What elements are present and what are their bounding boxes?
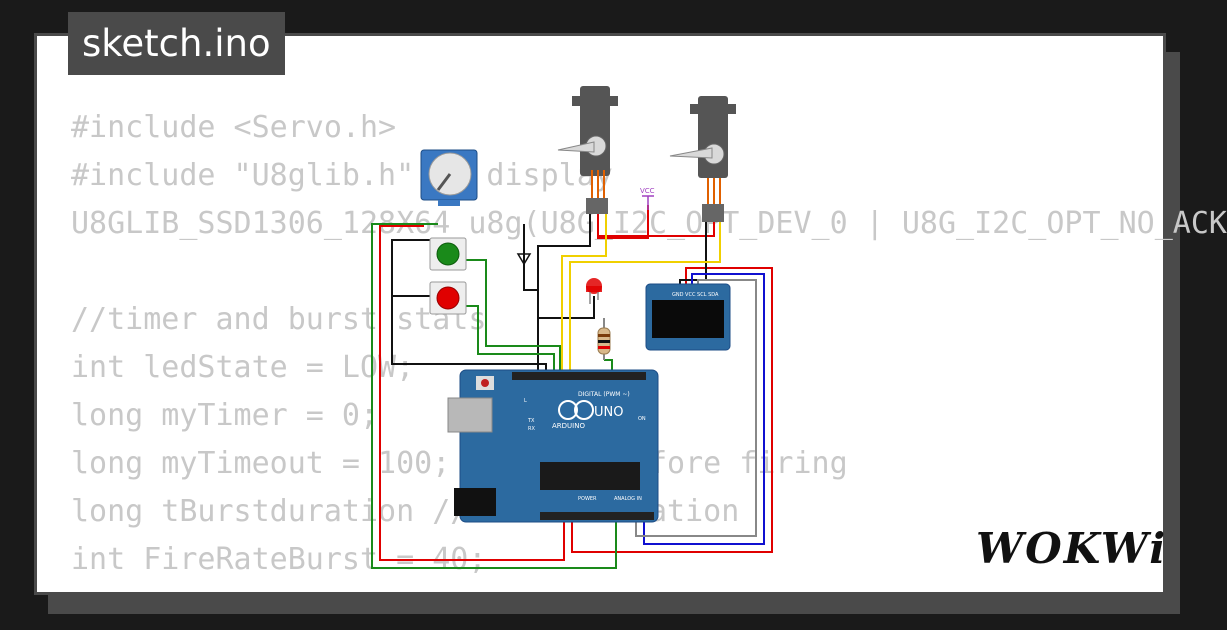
wokwi-logo: WOKWi [976,524,1168,573]
oled-display[interactable]: GND VCC SCL SDA [645,283,731,351]
wire-yellow [561,214,607,376]
reset-button[interactable] [481,379,489,387]
code-line: int FireRateBurst = 40; [71,542,487,577]
page-title: sketch.ino [68,12,285,75]
servo-motor-right[interactable] [669,96,736,222]
arduino-uno-board: DIGITAL (PWM ~) UNO ARDUINO TX RX ON L P… [447,369,659,523]
wire-black [391,239,547,376]
circuit-diagram: VCC GND VCC SCL SDA DIGITAL (PWM ~) UNO … [371,86,773,569]
ground-icon [516,253,532,266]
resistor [597,318,611,360]
potentiometer[interactable] [420,149,478,206]
power-jack [454,488,496,516]
wire-green [371,223,617,569]
wire-black [523,224,538,291]
green-pushbutton[interactable] [429,237,467,271]
rx-label: RX [528,426,535,432]
vcc-label: VCC [640,187,655,195]
wire-blue [643,273,765,545]
wire-yellow [569,222,721,376]
analog-header [540,512,654,520]
code-line: long myTimer = 0; [71,398,379,433]
board-brand: ARDUINO [552,422,585,430]
code-line: //timer and burst stats [71,302,487,337]
code-line: #include <Servo.h> [71,110,397,145]
red-led[interactable] [586,278,602,304]
oled-pin-labels: GND VCC SCL SDA [672,292,719,298]
digital-label: DIGITAL (PWM ~) [578,391,630,398]
wire-black [537,214,591,376]
board-model: UNO [594,405,623,420]
tx-label: TX [527,418,535,424]
l-label: L [524,398,527,404]
on-label: ON [638,416,646,422]
digital-header [512,372,646,380]
wire-gray [635,279,757,537]
red-pushbutton[interactable] [429,281,467,315]
wire-red [571,267,773,553]
wire-black [538,296,595,319]
wire-red [597,205,649,239]
wire-green [466,259,561,376]
code-line: int ledState = LOW; [71,350,415,385]
servo-motor-left[interactable] [557,86,618,214]
wire-red [598,222,715,237]
wire-green [466,305,555,376]
analog-label: ANALOG IN [614,496,642,502]
vcc-marker: VCC [640,187,655,210]
power-label: POWER [578,496,597,502]
usb-port [447,397,493,433]
microcontroller-chip [540,462,640,490]
arduino-logo-icon [558,400,578,420]
wire-red [379,225,565,561]
